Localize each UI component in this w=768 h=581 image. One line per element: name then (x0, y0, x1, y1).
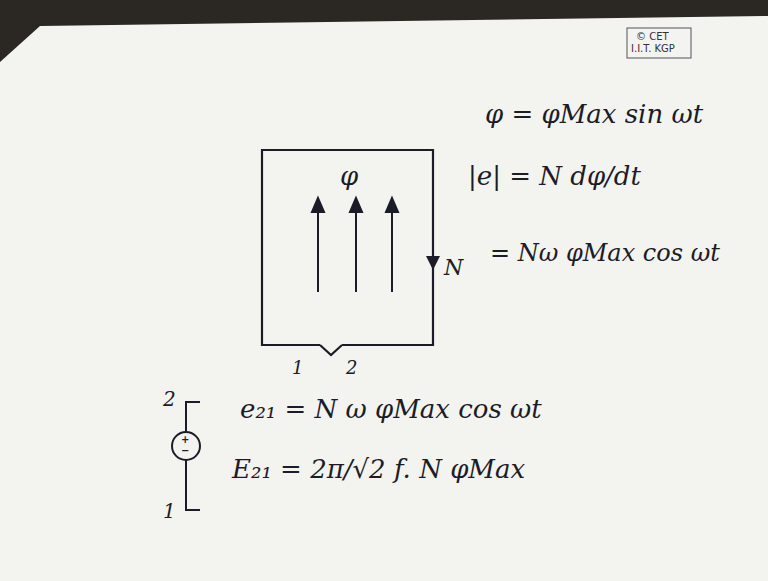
emf-equation: = Nω φMax cos ωt (490, 240, 720, 266)
flux-symbol: φ (340, 162, 358, 191)
watermark: © CET (636, 31, 669, 42)
polarity-sign: − (181, 445, 189, 456)
terminal-number: 2 (346, 358, 357, 378)
rms-equation: E₂₁ = 2π/√2 f. N φMax (232, 455, 525, 484)
flux-equation: φ = φMax sin ωt (485, 100, 703, 129)
terminal-number: 1 (292, 358, 303, 378)
watermark: I.I.T. KGP (631, 43, 675, 54)
emf-equation: |e| = N dφ/dt (468, 162, 641, 191)
turns-label: N (444, 256, 463, 280)
voltage-source (172, 432, 200, 460)
source-leads (186, 402, 200, 510)
current-arrow (426, 256, 440, 270)
terminal-number: 2 (163, 388, 176, 410)
flux-arrows (312, 198, 398, 292)
paper (0, 16, 768, 581)
core-outline (262, 150, 433, 355)
polarity-sign: + (181, 434, 189, 445)
terminal-number: 1 (163, 500, 176, 522)
watermark-frame (627, 28, 691, 58)
emf-equation: e₂₁ = N ω φMax cos ωt (240, 395, 542, 424)
